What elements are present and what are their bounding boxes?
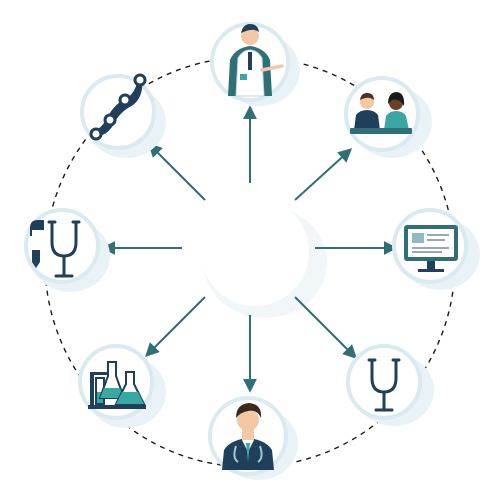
doctor-stethoscope-icon	[222, 403, 274, 470]
lab-flasks-icon	[88, 361, 146, 409]
doctor-presenting-icon	[228, 24, 284, 97]
node-team-meeting[interactable]	[344, 76, 432, 158]
node-laboratory[interactable]	[78, 344, 166, 428]
computer-monitor-icon	[404, 225, 458, 272]
team-meeting-icon	[350, 92, 412, 134]
node-stethoscope[interactable]	[346, 344, 434, 426]
stethoscope-tools-icon	[30, 220, 81, 278]
node-tools-stethoscope[interactable]	[24, 208, 110, 292]
node-doctor-portrait[interactable]	[208, 396, 298, 480]
arrow-top-right	[294, 148, 353, 201]
node-doctor-presenting[interactable]	[210, 22, 300, 106]
dna-icon	[89, 73, 147, 141]
arrows	[101, 105, 398, 393]
node-dna[interactable]	[80, 73, 166, 158]
node-computer-records[interactable]	[392, 208, 480, 290]
arrow-top-left	[148, 143, 206, 201]
arrow-bottom-left	[145, 296, 206, 357]
stethoscope-icon	[367, 358, 401, 412]
arrow-bottom-right	[294, 296, 357, 359]
center-hub	[201, 198, 327, 318]
